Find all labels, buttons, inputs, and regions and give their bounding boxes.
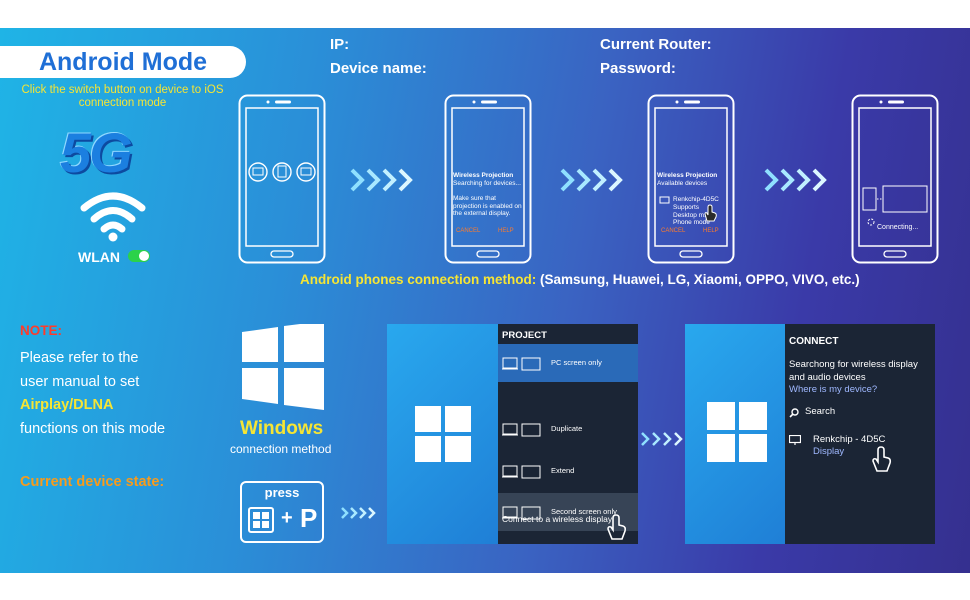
monitor-icon [502, 423, 541, 437]
project-option-label: PC screen only [551, 358, 602, 367]
phone3-help[interactable]: HELP [703, 228, 719, 234]
note-line-2: user manual to set [20, 373, 140, 390]
phone3-cancel[interactable]: CANCEL [661, 228, 686, 234]
device-type: Display [813, 446, 845, 457]
infographic-canvas: Android Mode Click the switch button on … [0, 28, 970, 573]
windows-logo-icon [415, 406, 471, 462]
windows-sub: connection method [230, 442, 332, 456]
project-option-duplicate[interactable]: Duplicate [498, 410, 638, 448]
note-line-4: functions on this mode [20, 420, 166, 437]
press-label: press [264, 485, 300, 500]
phone-2 [444, 94, 532, 264]
project-option-label: Extend [551, 466, 575, 475]
search-icon [789, 408, 799, 418]
plus-sign: + [281, 507, 293, 529]
device-row[interactable]: Renkchip - 4D5C Display [789, 434, 929, 464]
connect-desktop [685, 324, 785, 544]
note-text: Please refer to the user manual to set A… [20, 347, 165, 441]
phone2-cancel[interactable]: CANCEL [456, 228, 481, 234]
device-name: Renkchip - 4D5C [813, 434, 886, 445]
connect-wireless-link[interactable]: Connect to a wireless display [502, 514, 613, 524]
chevron-arrows-icon [350, 168, 413, 192]
android-caption: Android phones connection method: (Samsu… [300, 272, 860, 287]
note-line-1: Please refer to the [20, 350, 139, 366]
connect-line-1: Searchong for wireless display [789, 359, 918, 370]
mode-title: Android Mode [0, 46, 246, 78]
phone3-title: Wireless Projection [657, 172, 718, 179]
note-label: NOTE: [20, 323, 62, 338]
phone4-status: Connecting... [877, 224, 919, 231]
phone3-status: Available devices [657, 180, 708, 187]
project-option-pc-only[interactable]: PC screen only [498, 344, 638, 382]
password-label: Password: [600, 60, 676, 77]
chevron-arrows-icon [764, 168, 827, 192]
phone3-device-sub: Supports Desktop m... Phone mode [673, 204, 710, 226]
connect-title: CONNECT [789, 336, 839, 347]
project-option-extend[interactable]: Extend [498, 452, 638, 490]
search-label: Search [805, 406, 836, 417]
monitor-icon [502, 506, 541, 520]
wifi-icon [80, 192, 146, 242]
project-option-label: Duplicate [551, 424, 583, 433]
hand-pointer-icon [872, 446, 892, 472]
chevron-arrows-icon [641, 432, 683, 446]
search-row[interactable]: Search [789, 406, 929, 420]
windows-word: Windows [240, 418, 324, 439]
monitor-icon [789, 435, 801, 445]
press-shortcut-box: press + P [240, 481, 324, 543]
wlan-label: WLAN [78, 249, 120, 265]
phone-1 [238, 94, 326, 264]
chevron-arrows-icon [341, 507, 376, 519]
windows-logo-icon [707, 402, 767, 462]
ip-label: IP: [330, 36, 350, 53]
chevron-arrows-icon [560, 168, 623, 192]
where-is-my-device-link[interactable]: Where is my device? [789, 384, 878, 395]
phone-3 [647, 94, 735, 264]
switch-note: Click the switch button on device to iOS… [21, 84, 224, 109]
wlan-toggle[interactable] [128, 250, 150, 262]
project-option-label: Second screen only [551, 507, 617, 516]
windows-logo-icon [242, 324, 324, 410]
project-desktop [387, 324, 498, 544]
device-state-label: Current device state: [20, 474, 165, 490]
toggle-knob [139, 251, 149, 261]
monitor-icon [502, 465, 541, 479]
phone2-status: Searching for devices... [453, 180, 521, 187]
note-line-3: Airplay/DLNA [20, 397, 114, 413]
router-label: Current Router: [600, 36, 712, 53]
hand-pointer-icon [704, 204, 717, 222]
phone-4 [851, 94, 939, 264]
hand-pointer-icon [607, 514, 627, 540]
project-panel: PROJECT PC screen only Duplicate E [498, 324, 638, 544]
phone2-help[interactable]: HELP [498, 228, 514, 234]
project-title: PROJECT [502, 330, 547, 341]
p-key: P [300, 503, 318, 533]
android-caption-brands: (Samsung, Huawei, LG, Xiaomi, OPPO, VIVO… [540, 272, 860, 287]
android-caption-label: Android phones connection method: [300, 272, 537, 287]
phone2-hint: Make sure that projection is enabled on … [453, 195, 522, 217]
win-key [248, 507, 274, 533]
phone3-device[interactable]: Renkchip-4D5C [673, 196, 719, 203]
5g-logo: 5G [60, 121, 133, 184]
connect-line-2: and audio devices [789, 372, 866, 383]
monitor-icon [502, 357, 541, 371]
device-name-label: Device name: [330, 60, 427, 77]
windows-key-icon [253, 512, 269, 528]
project-option-second-only[interactable]: Second screen only [498, 493, 638, 531]
phone2-title: Wireless Projection [453, 172, 514, 179]
connect-panel: CONNECT Searchong for wireless display a… [785, 324, 935, 544]
